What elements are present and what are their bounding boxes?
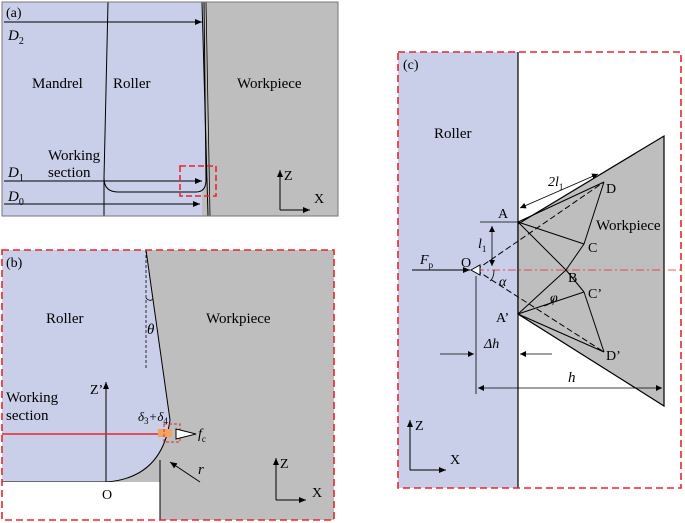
panel-a-label: (a) xyxy=(6,6,22,21)
panel-c-axis-x-label: X xyxy=(450,453,460,468)
panel-a-workpiece-edge-2 xyxy=(205,1,211,217)
panel-c-h-label: h xyxy=(568,370,576,386)
panel-c-alpha-arc xyxy=(489,269,495,282)
panel-a-workpiece-edge xyxy=(201,1,209,217)
panel-c-workpiece-text: Workpiece xyxy=(596,218,661,234)
panel-b-theta-arc xyxy=(145,297,154,301)
panel-b-fc-label: fc xyxy=(198,427,206,444)
panel-b: θ (b) Roller Workpiece Working section Z… xyxy=(1,249,335,521)
panel-b-contact-highlight xyxy=(158,429,172,437)
panel-a-workpiece-bg xyxy=(202,2,338,216)
panel-c-line-A2-B xyxy=(517,269,567,315)
panel-c-dash-O-D2 xyxy=(475,269,605,353)
panel-b-axis-x-label: X xyxy=(312,486,322,501)
panel-c-origin: O xyxy=(461,256,471,271)
panel-c-line-A2-D2 xyxy=(517,313,605,353)
panel-c-axis-z-label: Z xyxy=(415,419,424,434)
panel-b-delta-label: δ3+δ4 xyxy=(138,409,168,426)
panel-c-vertex-triangle xyxy=(469,264,481,276)
panel-b-roller-outline xyxy=(2,249,171,483)
panel-c-workpiece-shape xyxy=(517,134,665,408)
panel-a-d2-label: D2 xyxy=(7,28,24,47)
panel-c-phi-arc xyxy=(543,297,555,307)
panel-a-section-text: section xyxy=(48,165,91,181)
panel-a-d1-label: D1 xyxy=(7,165,24,184)
panel-b-theta: θ xyxy=(147,322,155,338)
panel-c-2l1-dim xyxy=(519,173,599,209)
panel-b-r-arrow xyxy=(169,461,201,483)
panel-c-point-C: C xyxy=(588,241,597,256)
panel-c-line-B-C2 xyxy=(565,269,585,293)
panel-b-z-label: Z’ xyxy=(90,383,103,398)
panel-c-point-D2: D’ xyxy=(606,349,621,364)
panel-a-workpiece-text: Workpiece xyxy=(237,76,302,92)
panel-c-alpha: α xyxy=(499,275,507,290)
panel-b-axis-z-label: Z xyxy=(280,457,289,472)
panel-c-frame xyxy=(397,51,682,489)
panel-c-line-C2-D2 xyxy=(583,291,605,353)
panel-a-axis-x-label: X xyxy=(314,192,324,207)
panel-a-working-text: Working xyxy=(48,148,101,164)
panel-b-section-text: section xyxy=(6,408,49,424)
panel-c-dh-label: Δh xyxy=(483,337,499,352)
panel-c-line-A-C xyxy=(517,221,585,245)
panel-b-frame xyxy=(1,249,335,521)
panel-c-point-D: D xyxy=(606,182,616,197)
panel-c-2l1-label: 2l1 xyxy=(548,175,563,192)
panel-a-roller-text: Roller xyxy=(113,76,151,92)
panel-b-workpiece-text: Workpiece xyxy=(206,311,271,327)
panel-a-detail-box xyxy=(179,165,217,197)
panel-a-mandrel-text: Mandrel xyxy=(32,76,83,92)
panel-c: (c) Roller Workpiece Fp O α φ l1 xyxy=(397,51,682,489)
panel-c-label: (c) xyxy=(403,58,419,73)
panel-c-point-B: B xyxy=(568,271,577,286)
panel-b-roller-text: Roller xyxy=(46,311,84,327)
panel-a-axis-z-label: Z xyxy=(284,169,293,184)
panel-a: (a) D2 Mandrel Roller Workpiece Working … xyxy=(1,1,339,217)
panel-c-point-A: A xyxy=(498,207,509,222)
panel-c-point-A2: A’ xyxy=(496,311,509,326)
panel-c-line-A-B xyxy=(517,221,567,271)
panel-b-origin: O xyxy=(102,488,112,503)
panel-c-point-C2: C’ xyxy=(588,287,602,302)
panel-c-roller-text: Roller xyxy=(434,126,472,142)
panel-b-r-label: r xyxy=(198,462,204,478)
panel-a-d0-label: D0 xyxy=(7,189,24,208)
panel-c-line-C-D xyxy=(583,181,605,245)
panel-c-phi: φ xyxy=(550,291,558,306)
panel-c-line-C-B xyxy=(565,243,585,271)
panel-c-fp-label: Fp xyxy=(419,253,434,270)
panel-b-working-text: Working xyxy=(6,390,59,406)
panel-b-label: (b) xyxy=(6,256,23,271)
panel-b-fc-arrow xyxy=(175,428,197,440)
panel-a-frame xyxy=(1,1,339,217)
panel-c-l1-label: l1 xyxy=(478,237,486,254)
panel-a-roller-outline xyxy=(103,1,207,193)
panel-b-white-gap xyxy=(2,482,160,520)
panel-b-roller-shape xyxy=(2,250,170,482)
